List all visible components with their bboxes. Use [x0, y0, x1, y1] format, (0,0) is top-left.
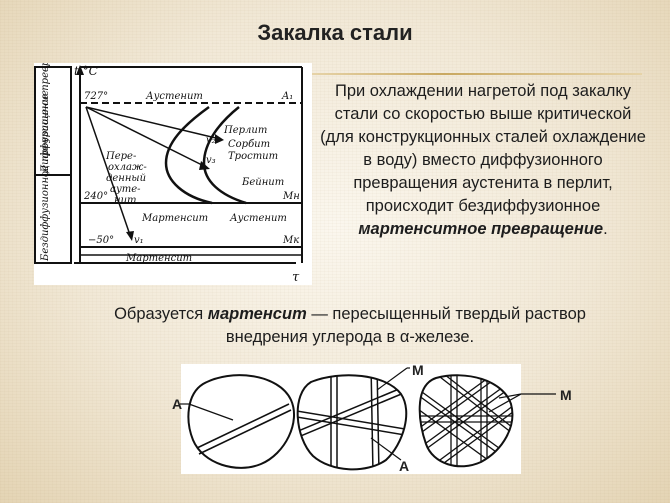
paragraph-quenching-text: При охлаждении нагретой под закалку стал… — [320, 82, 646, 215]
mk-label: Mк — [282, 235, 299, 246]
pearlite-label: Перлит — [223, 125, 267, 136]
grain2-plates — [297, 375, 407, 470]
title-divider — [312, 73, 642, 75]
bainite-label: Бейнит — [241, 177, 284, 188]
temp-m50-label: −50° — [88, 235, 114, 246]
leader-m-top — [376, 367, 408, 391]
paragraph-quenching: При охлаждении нагретой под закалку стал… — [318, 80, 648, 241]
y-axis-arrow — [76, 65, 84, 75]
x-axis-label: τ — [292, 270, 300, 285]
cooling-arrow-v1 — [126, 231, 134, 241]
austenite-mid-label: Аустенит — [229, 213, 287, 224]
v1-label: v₁ — [134, 235, 144, 246]
austenite-top-label: Аустенит — [145, 91, 203, 102]
a1-label: A₁ — [281, 91, 293, 102]
supercooled-line-2: охлаж- — [108, 162, 147, 173]
leader-m-right-2 — [488, 393, 522, 413]
grain1-plate-b — [198, 409, 292, 455]
cooling-line-v2 — [85, 106, 221, 140]
paragraph-martensite-after: — пересыщенный твердый раствор внедрения… — [225, 305, 586, 346]
c-curve-end — [202, 106, 247, 205]
side-band-bottom — [34, 174, 72, 264]
label-m-right: М — [560, 387, 572, 403]
grain-austenite — [187, 374, 296, 469]
supercooled-line-3: денный — [106, 173, 146, 184]
paragraph-quenching-end: . — [603, 220, 608, 238]
label-m-top: М — [412, 362, 424, 378]
slide-title: Закалка стали — [257, 20, 413, 45]
cooling-line-v3 — [85, 106, 207, 168]
ttt-diagram-svg: Диффузионное превращение Бездиффузионное… — [34, 19, 303, 285]
grain3-plates — [419, 375, 513, 467]
mn-label: Mн — [282, 191, 300, 202]
martensite-bottom-label: Мартенсит — [125, 253, 192, 264]
temp-727-label: 727° — [84, 91, 108, 102]
microstructure-panel — [181, 364, 522, 474]
side-label-bottom-1: Бездиффузионное превращение — [40, 90, 51, 262]
supercooled-line-1: Пере- — [105, 151, 137, 162]
paragraph-martensite-before: Образуется — [114, 305, 208, 323]
troostite-label: Тростит — [228, 151, 278, 162]
ttt-diagram: Диффузионное превращение Бездиффузионное… — [34, 19, 312, 285]
v2-label: v₂ — [206, 135, 216, 146]
temp-240-label: 240° — [83, 191, 108, 202]
label-a-bottom: А — [399, 458, 410, 474]
supercooled-line-5: нит — [114, 195, 137, 206]
paragraph-quenching-emphasis: мартенситное превращение — [358, 220, 604, 238]
v3-label: v₃ — [206, 155, 216, 166]
cooling-arrow-v3 — [199, 161, 210, 170]
leader-a-bottom — [370, 437, 402, 461]
c-curve-start — [164, 105, 213, 205]
label-a-left: А — [172, 396, 183, 412]
paragraph-martensite: Образуется мартенсит — пересыщенный твер… — [80, 303, 620, 349]
microstructure-svg — [187, 367, 522, 471]
grain-partial — [296, 374, 408, 471]
leader-a-left — [188, 403, 234, 421]
grain1-plate-a — [196, 403, 290, 449]
cooling-arrow-v2 — [215, 134, 224, 144]
martensite-mid-label: Мартенсит — [141, 213, 208, 224]
sorbite-label: Сорбит — [228, 139, 270, 150]
leader-m-right-1 — [498, 393, 522, 399]
side-label-top-1: Диффузионное превращение — [40, 63, 51, 174]
cooling-line-v1 — [85, 106, 131, 236]
supercooled-line-4: ауте- — [110, 184, 141, 195]
paragraph-martensite-emphasis: мартенсит — [207, 305, 307, 323]
